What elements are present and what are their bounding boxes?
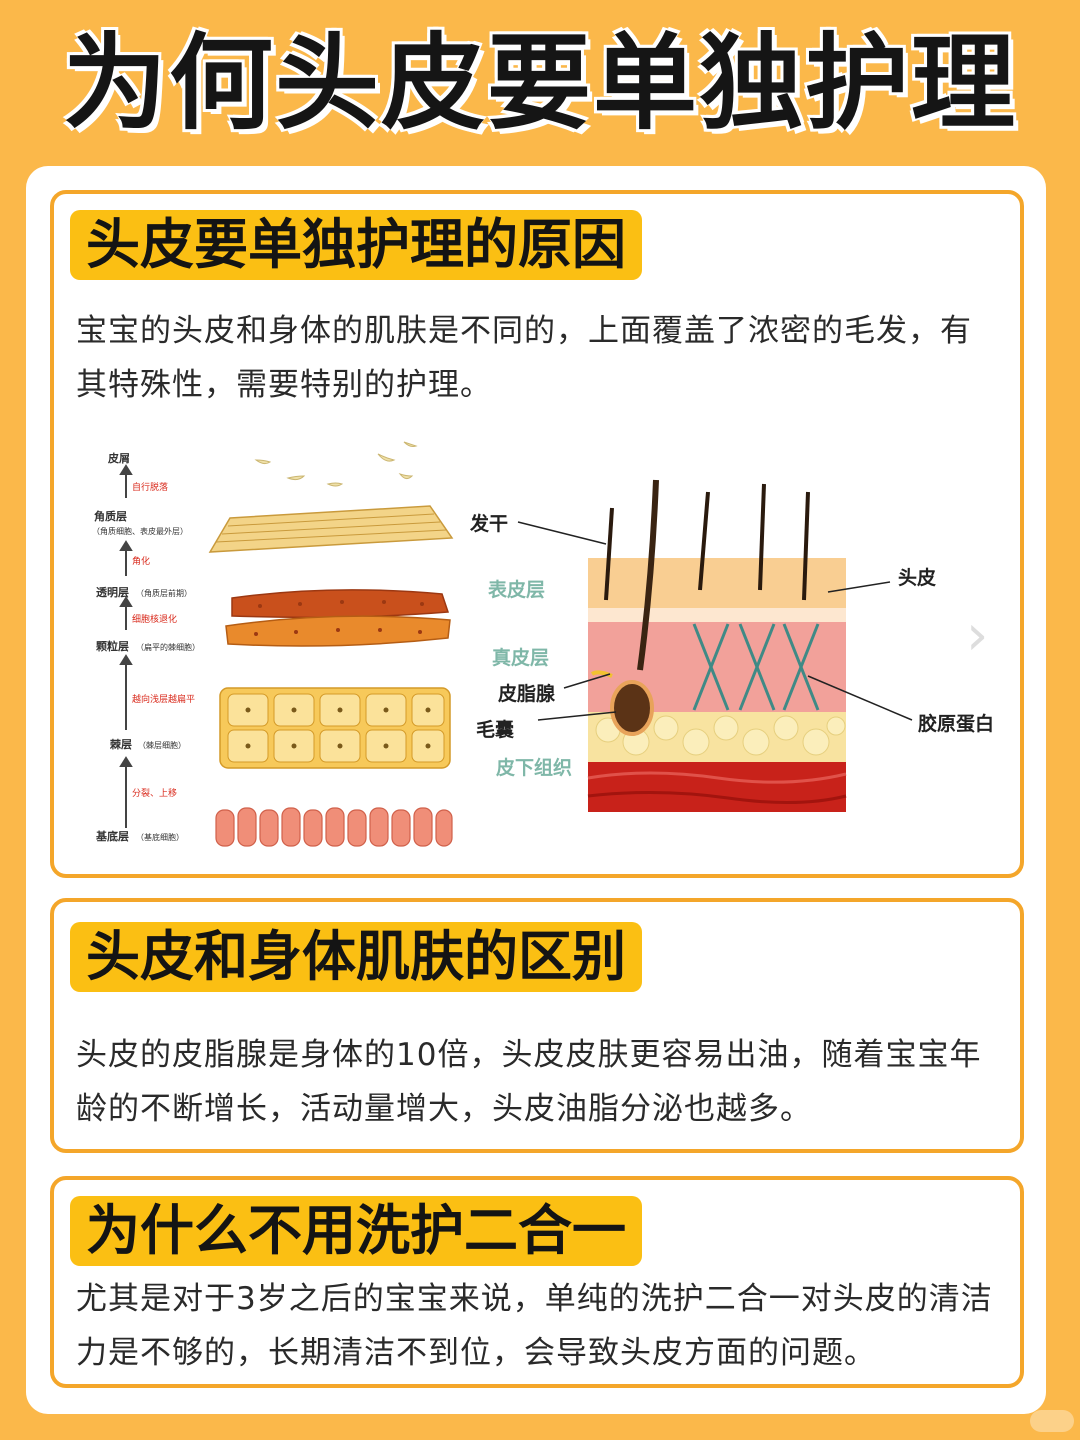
- scalp-cross-section-diagram: 发干 头皮 表皮层 真皮层 皮脂腺 毛囊 胶原蛋白 皮下组织: [469, 479, 994, 812]
- layer-sublabel: （角质层前期）: [136, 588, 192, 598]
- process-label: 自行脱落: [132, 481, 168, 493]
- layer-sublabel: （角质细胞、表皮最外层）: [92, 526, 188, 536]
- page-title: 为何头皮要单独护理: [62, 22, 1017, 144]
- stratum-corneum: [208, 505, 454, 553]
- section-text: 头皮的皮脂腺是身体的10倍，头皮皮肤更容易出油，随着宝宝年龄的不断增长，活动量增…: [76, 1037, 982, 1127]
- epidermis-layers-diagram: 皮屑 角质层 （角质细胞、表皮最外层） 透明层 （角质层前期） 颗粒层 （扁平的…: [92, 441, 454, 847]
- layer-label: 透明层: [96, 586, 129, 599]
- layer-sublabel: （基底细胞）: [136, 832, 184, 842]
- label-dermis: 真皮层: [492, 646, 549, 669]
- process-label: 角化: [132, 555, 150, 567]
- section-text: 尤其是对于3岁之后的宝宝来说，单纯的洗护二合一对头皮的清洁力是不够的，长期清洁不…: [76, 1281, 993, 1371]
- section-card-two-in-one: 为什么不用洗护二合一 尤其是对于3岁之后的宝宝来说，单纯的洗护二合一对头皮的清洁…: [50, 1176, 1024, 1388]
- stratum-spinosum: [219, 687, 451, 769]
- layer-label: 角质层: [94, 509, 127, 523]
- process-label: 分裂、上移: [132, 787, 177, 799]
- layer-sublabel: （棘层细胞）: [138, 740, 186, 750]
- section-heading: 头皮要单独护理的原因: [70, 210, 642, 280]
- label-subcutaneous: 皮下组织: [496, 756, 572, 779]
- label-scalp: 头皮: [898, 566, 936, 589]
- label-epidermis: 表皮层: [488, 578, 545, 601]
- layer-sublabel: （扁平的棘细胞）: [136, 642, 200, 652]
- process-label: 细胞核退化: [132, 613, 177, 625]
- layer-label: 基底层: [95, 829, 129, 843]
- process-label: 越向浅层越扁平: [132, 693, 195, 705]
- section-card-difference: 头皮和身体肌肤的区别 头皮的皮脂腺是身体的10倍，头皮皮肤更容易出油，随着宝宝年…: [50, 898, 1024, 1153]
- stratum-granulosum: [225, 589, 451, 647]
- section-heading: 为什么不用洗护二合一: [70, 1196, 642, 1266]
- label-sebaceous-gland: 皮脂腺: [498, 682, 556, 705]
- section-card-reason: 头皮要单独护理的原因 宝宝的头皮和身体的肌肤是不同的，上面覆盖了浓密的毛发，有其…: [50, 190, 1024, 878]
- chevron-right-icon[interactable]: ›: [966, 603, 989, 668]
- layer-label: 棘层: [110, 737, 132, 751]
- label-follicle: 毛囊: [476, 718, 515, 741]
- layer-label: 皮屑: [107, 451, 130, 465]
- layer-label: 颗粒层: [96, 639, 129, 653]
- section-heading: 头皮和身体肌肤的区别: [70, 922, 642, 992]
- stratum-basale: [215, 807, 453, 847]
- watermark: [1030, 1410, 1074, 1432]
- skin-diagram: 皮屑 角质层 （角质细胞、表皮最外层） 透明层 （角质层前期） 颗粒层 （扁平的…: [60, 430, 1020, 860]
- label-hair-shaft: 发干: [469, 512, 508, 535]
- section-text: 宝宝的头皮和身体的肌肤是不同的，上面覆盖了浓密的毛发，有其特殊性，需要特别的护理…: [76, 313, 972, 403]
- label-collagen: 胶原蛋白: [918, 712, 994, 735]
